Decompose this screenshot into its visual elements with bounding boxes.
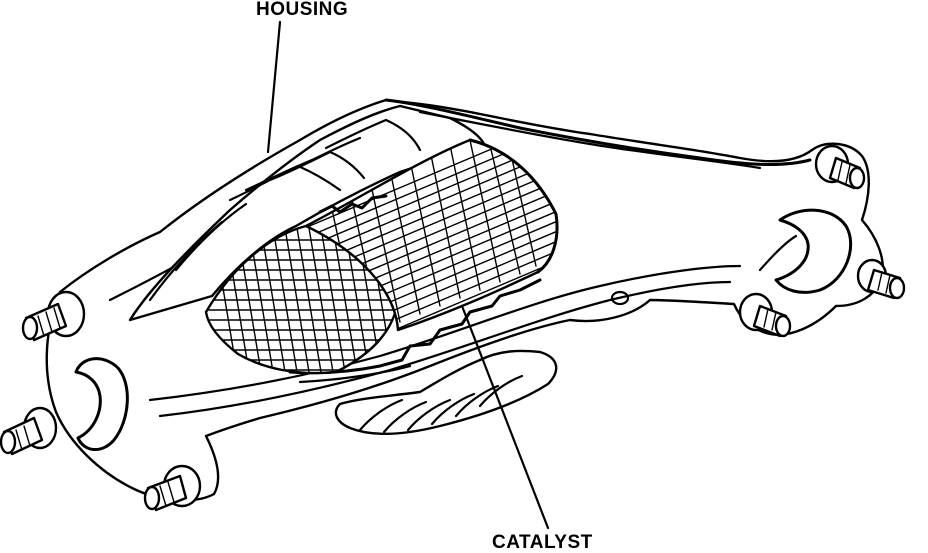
catalyst-core [304,138,559,332]
housing-underside [334,349,558,435]
catalyst-leader-line [460,304,550,530]
bolt-left-middle [0,406,58,456]
bolt-left-bottom [143,464,202,512]
bolt-right-bottom [738,292,792,338]
housing-label: HOUSING [256,0,349,20]
bolt-left-top [21,290,86,342]
housing-leader-line [266,20,282,154]
housing-shell [128,98,812,384]
bolt-right-middle [856,258,906,300]
catalyst-mesh-face [204,224,400,375]
catalyst-label: CATALYST [492,532,593,553]
bolt-right-top [814,144,866,190]
mounting-hole [610,290,630,306]
